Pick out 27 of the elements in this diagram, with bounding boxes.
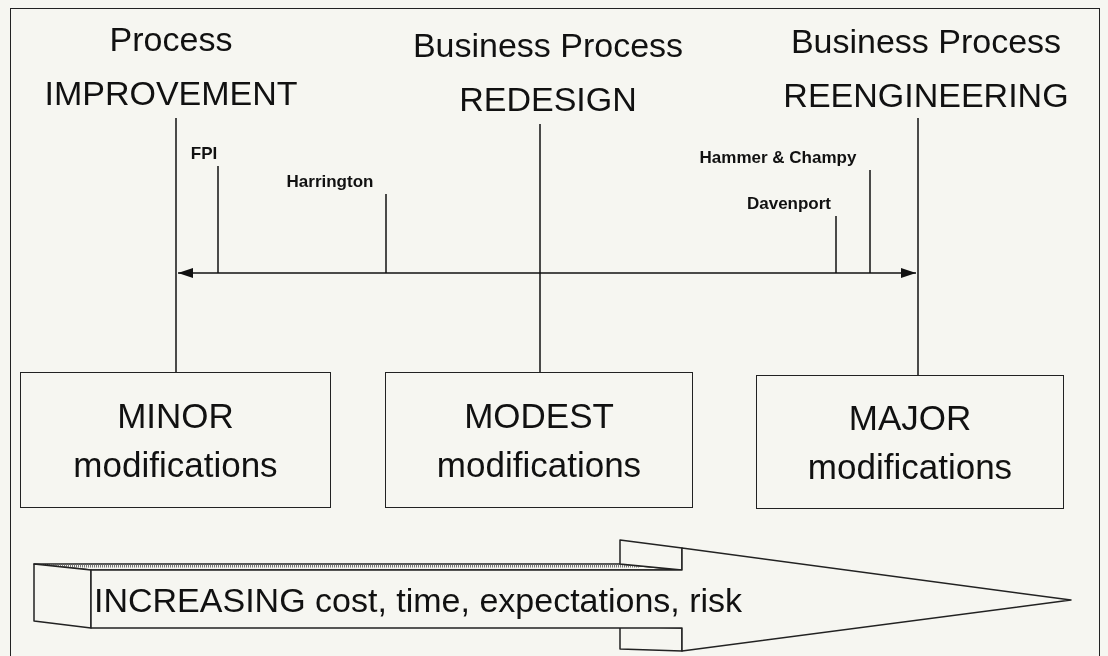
leader-line: [835, 215, 837, 274]
approach-name: REDESIGN: [458, 79, 638, 120]
process-box: [756, 375, 1064, 509]
box-label: modifications: [806, 449, 1014, 484]
leader-line: [217, 165, 219, 274]
process-box: [385, 372, 693, 508]
leader-line: [385, 193, 387, 274]
heading-text: Process: [108, 19, 234, 60]
scale-text: MINOR: [116, 398, 235, 433]
process-box: [20, 372, 331, 508]
connector-line: [917, 117, 919, 376]
connector-line: [175, 117, 177, 373]
heading-text: Business Process: [411, 25, 685, 66]
scale-text: MAJOR: [847, 400, 973, 435]
arrow-label: INCREASING cost, time, expectations, risk: [94, 580, 743, 620]
connector-line: [539, 123, 541, 373]
method-label: Harrington: [285, 171, 375, 193]
box-label: modifications: [72, 447, 279, 482]
approach-name: IMPROVEMENT: [43, 73, 299, 114]
box-label: modifications: [435, 447, 643, 482]
scale-text: MODEST: [463, 398, 615, 433]
leader-line: [869, 169, 871, 274]
heading-text: Business Process: [789, 21, 1063, 62]
method-label: Davenport: [745, 193, 833, 215]
method-label: FPI: [189, 143, 219, 165]
approach-name: REENGINEERING: [782, 75, 1070, 116]
method-label: Hammer & Champy: [698, 147, 858, 169]
